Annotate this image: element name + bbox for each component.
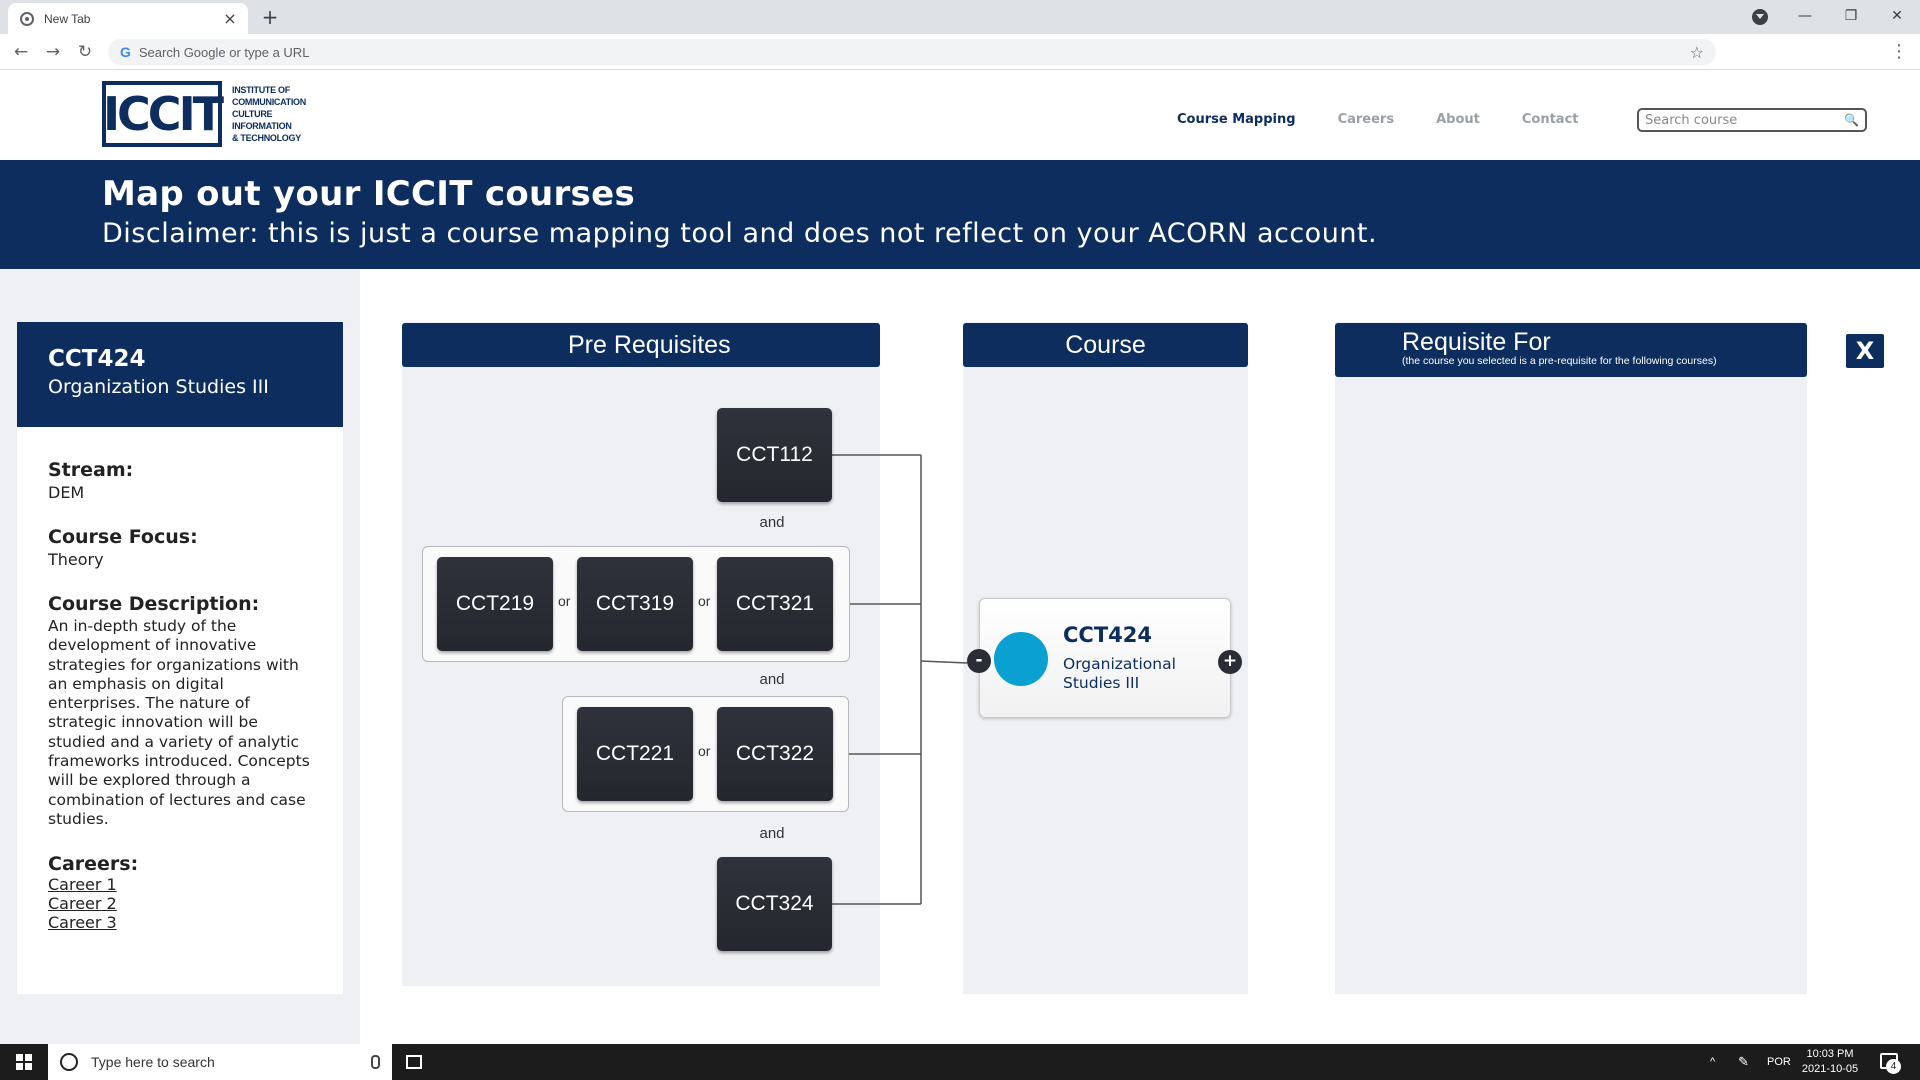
notification-count-badge: 4 [1886,1059,1901,1074]
omnibox[interactable]: G ☆ [108,39,1716,65]
google-icon: G [120,44,131,60]
tab-title: New Tab [44,11,91,26]
browser-tab-bar: New Tab × + — ❐ ✕ [0,0,1920,34]
reload-icon[interactable]: ↻ [77,42,93,62]
course-info-header: CCT424 Organization Studies III [17,322,343,427]
forward-icon[interactable]: → [45,42,61,62]
site-nav: Course Mapping Careers About Contact [1177,112,1621,127]
stream-label: Stream: [48,459,134,481]
system-clock[interactable]: 10:03 PM 2021-10-05 [1790,1047,1870,1077]
nav-course-mapping[interactable]: Course Mapping [1177,112,1296,127]
or-label: or [698,743,711,759]
course-code: CCT424 [48,346,146,372]
prereq-course-cct221[interactable]: CCT221 [577,707,693,801]
logo-line: INSTITUTE OF [232,85,290,95]
restore-icon[interactable]: ❐ [1844,8,1858,24]
iccit-logo[interactable]: ICCIT INSTITUTE OF COMMUNICATION CULTURE… [102,81,306,147]
career-link-2[interactable]: Career 2 [48,894,117,914]
course-name: Organization Studies III [48,376,269,398]
close-map-button[interactable]: X [1846,334,1884,368]
description-label: Course Description: [48,593,260,615]
windows-logo-icon [16,1054,32,1070]
or-label: or [558,593,571,609]
microphone-icon[interactable] [371,1055,380,1069]
collapse-prereqs-button[interactable]: - [967,649,991,673]
clock-date: 2021-10-05 [1801,1063,1859,1075]
course-panel-header: Course [963,323,1248,367]
chrome-favicon-icon [20,11,34,26]
selected-course-name: Organizational Studies III [1063,655,1176,692]
logo-line: INFORMATION [232,121,292,131]
prereq-course-cct324[interactable]: CCT324 [717,857,832,951]
profile-dropdown-icon[interactable] [1752,9,1768,25]
disclaimer-text: Disclaimer: this is just a course mappin… [102,218,1378,249]
language-indicator[interactable]: POR [1767,1056,1791,1068]
expand-requisite-for-button[interactable]: + [1218,650,1242,674]
course-search-box: 🔍 [1637,108,1867,132]
clock-time: 10:03 PM [1806,1048,1854,1060]
prereq-course-cct322[interactable]: CCT322 [717,707,833,801]
bookmark-star-icon[interactable]: ☆ [1689,42,1704,62]
browser-toolbar: ← → ↻ G ☆ ⋮ [0,34,1920,70]
cortana-icon [60,1053,78,1071]
prereq-course-cct321[interactable]: CCT321 [717,557,833,651]
course-info-body: Stream: DEM Course Focus: Theory Course … [17,427,343,994]
windows-taskbar: ^ ✎ POR 10:03 PM 2021-10-05 4 [0,1044,1920,1080]
prereq-panel-header: Pre Requisites [402,323,880,367]
browser-tab[interactable]: New Tab × [8,3,248,34]
nav-contact[interactable]: Contact [1521,112,1579,127]
start-button[interactable] [0,1044,48,1080]
focus-label: Course Focus: [48,526,198,548]
browser-menu-icon[interactable]: ⋮ [1890,41,1908,62]
prereq-course-cct319[interactable]: CCT319 [577,557,693,651]
prereq-course-cct219[interactable]: CCT219 [437,557,553,651]
and-label: and [759,514,785,531]
taskbar-search-input[interactable] [91,1054,371,1070]
or-label: or [698,593,711,609]
site-header: ICCIT INSTITUTE OF COMMUNICATION CULTURE… [0,70,1920,160]
nav-careers[interactable]: Careers [1337,112,1395,127]
back-icon[interactable]: ← [13,42,29,62]
requisite-for-header: Requisite For (the course you selected i… [1335,323,1807,377]
career-link-3[interactable]: Career 3 [48,913,117,933]
logo-line: CULTURE [232,109,273,119]
requisite-for-title: Requisite For [1402,328,1551,356]
logo-line: COMMUNICATION [232,97,306,107]
nav-about[interactable]: About [1436,112,1480,127]
careers-label: Careers: [48,853,139,876]
logo-line: & TECHNOLOGY [232,133,301,143]
pen-icon[interactable]: ✎ [1738,1054,1749,1069]
address-input[interactable] [138,44,1690,60]
course-status-dot [994,632,1048,686]
logo-mark: ICCIT [102,81,224,147]
and-label: and [759,671,785,688]
course-panel-title: Course [1065,331,1146,359]
description-text: An in-depth study of the development of … [48,617,310,828]
course-search-input[interactable] [1645,112,1845,128]
stream-value: DEM [48,483,85,502]
logo-wordmark: INSTITUTE OF COMMUNICATION CULTURE INFOR… [232,84,306,144]
requisite-for-subtitle: (the course you selected is a pre-requis… [1402,355,1717,367]
task-view-icon[interactable] [406,1055,422,1069]
selected-course-code: CCT424 [1063,623,1152,647]
prereq-title: Pre Requisites [568,331,731,359]
page-banner: Map out your ICCIT courses Disclaimer: t… [0,160,1920,269]
page-title: Map out your ICCIT courses [102,174,635,214]
and-label: and [759,825,785,842]
prereq-course-cct112[interactable]: CCT112 [717,408,832,502]
new-tab-button[interactable]: + [261,5,279,29]
tray-chevron-icon[interactable]: ^ [1710,1056,1716,1068]
window-close-icon[interactable]: ✕ [1891,8,1903,24]
taskbar-search [48,1044,392,1080]
search-icon[interactable]: 🔍 [1844,113,1859,127]
minimize-icon[interactable]: — [1798,8,1812,24]
tab-close-icon[interactable]: × [223,8,237,28]
requisite-for-panel [1335,322,1807,994]
career-link-1[interactable]: Career 1 [48,875,117,895]
selected-course-card[interactable]: CCT424 Organizational Studies III [979,598,1231,718]
focus-value: Theory [48,550,104,569]
